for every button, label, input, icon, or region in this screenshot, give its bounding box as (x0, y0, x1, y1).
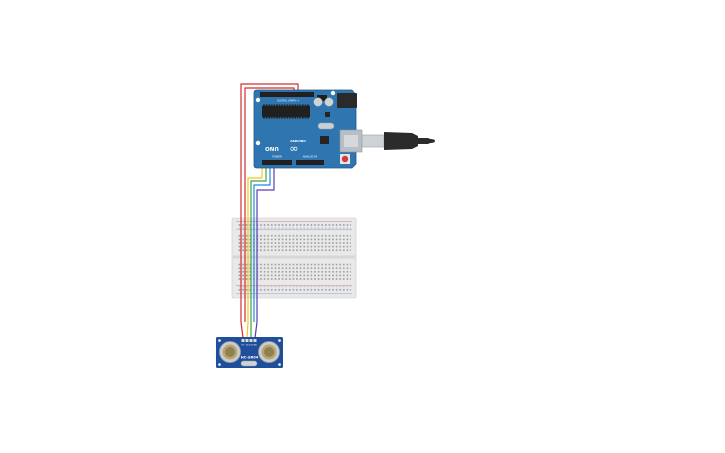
sensor-model-label: HC-SR04 (241, 356, 259, 360)
ultrasonic-sensor[interactable]: VCC Trig Echo GND HC-SR04 (216, 337, 283, 368)
usb-chip (320, 136, 329, 144)
usb-strain-relief (417, 138, 429, 144)
analog-label: ANALOG IN (303, 155, 317, 159)
top-rail-holes (237, 222, 351, 229)
crystal (317, 122, 335, 130)
atmega-chip (262, 106, 310, 117)
digital-label: DIGITAL (PWM~) (277, 99, 299, 103)
wire-signal-blue[interactable] (253, 166, 271, 322)
capacitor (324, 97, 334, 107)
capacitor (313, 97, 323, 107)
wire-trig[interactable] (247, 166, 263, 322)
usb-plug-housing (384, 132, 418, 150)
usb-port-inner (344, 135, 358, 147)
chip-pins-top (263, 104, 309, 107)
sensor-pin-label-trig: Trig (246, 343, 249, 346)
sensor-mount-hole (278, 339, 281, 342)
sensor-pin-label-vcc: VCC (241, 344, 245, 346)
power-header-pins (263, 160, 291, 165)
usb-plug-metal (361, 134, 385, 148)
arduino-brand-text: ARDUINO (290, 139, 306, 143)
sensor-mount-hole (218, 363, 221, 366)
digital-header-pins (261, 92, 313, 97)
sensor-mount-hole (218, 339, 221, 342)
wire-echo[interactable] (250, 166, 267, 322)
sensor-crystal (240, 360, 258, 367)
power-label: POWER (272, 155, 282, 159)
analog-header-pins (297, 160, 323, 165)
transmitter-transducer (219, 341, 241, 363)
uno-model-text: UNO (265, 145, 279, 151)
receiver-transducer (258, 341, 280, 363)
usb-cable-end (428, 138, 435, 144)
reset-header (317, 95, 327, 101)
arduino-uno-board[interactable]: DIGITAL (PWM~) ∞ ARDUINO UNO POWER (253, 89, 363, 169)
terminal-strip-top (237, 233, 351, 252)
sensor-pin-label-gnd: GND (253, 344, 257, 346)
wire-vcc[interactable] (240, 83, 299, 322)
regulator (325, 112, 330, 117)
sensor-wire-drops (240, 321, 258, 339)
mount-hole (255, 97, 261, 103)
arduino-logo-symbol: ∞ (289, 142, 298, 155)
sensor-header[interactable] (241, 339, 257, 342)
mount-hole (255, 140, 261, 146)
mount-hole (330, 90, 336, 96)
reset-button[interactable] (341, 155, 349, 163)
sensor-pin-label-echo: Echo (249, 344, 253, 346)
usb-cable[interactable] (361, 132, 435, 150)
wire-gnd[interactable] (256, 166, 275, 322)
breadboard[interactable] (231, 217, 357, 299)
sensor-mount-hole (278, 363, 281, 366)
center-channel (233, 255, 355, 259)
chip-pins-bottom (263, 116, 309, 119)
bottom-rail-holes (237, 286, 351, 293)
terminal-strip-bottom (237, 262, 351, 281)
dc-jack[interactable] (337, 93, 357, 108)
